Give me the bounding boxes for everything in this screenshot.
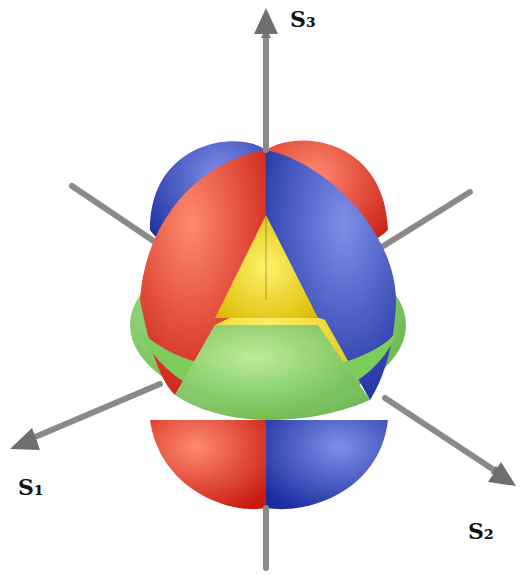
blue-lobe [266,420,388,509]
axis-label: S₃ [290,8,316,30]
axis-label: S₁ [18,476,44,498]
red-lobe [150,420,266,509]
axis-label: S₂ [468,520,494,542]
front-axes [28,30,500,568]
arrow-head [488,462,516,486]
arrow-head [10,428,40,450]
green-band [175,325,370,420]
arrow-head [254,8,278,34]
